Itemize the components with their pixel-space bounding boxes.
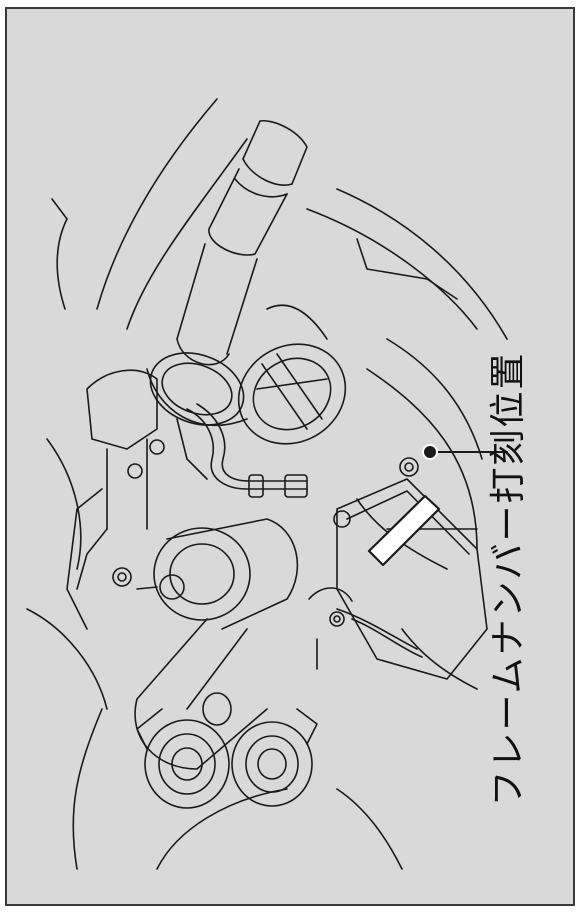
frame-number-stamp-area — [367, 494, 441, 567]
pivot-link — [134, 518, 299, 770]
bottom-bushings — [136, 708, 318, 809]
steering-stem — [146, 120, 308, 427]
illustration-frame: フレームナンバー打刻位置 — [5, 7, 575, 906]
frame-outline-lines — [26, 98, 508, 870]
frame-plate — [308, 457, 488, 680]
fan-housing — [237, 343, 347, 445]
callout-dot — [422, 444, 438, 460]
motorcycle-frame-drawing — [26, 98, 508, 870]
left-bracket — [66, 369, 165, 630]
frame-number-location-label: フレームナンバー打刻位置 — [488, 351, 529, 807]
